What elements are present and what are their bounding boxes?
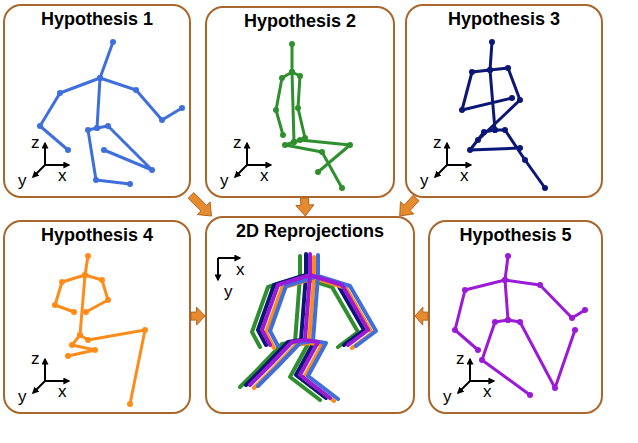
axis-label: z [433,134,442,151]
panel-title: Hypothesis 1 [41,9,153,31]
axis-line [217,258,219,280]
axis-line [235,165,247,177]
axis-label: y [443,388,452,405]
flow-arrow [400,195,419,216]
panel-box: Hypothesis 4 [3,220,191,414]
panel-title: Hypothesis 2 [244,11,356,33]
axis-line [45,164,69,166]
axis-line [218,257,240,259]
axis-label: x [483,383,492,400]
axis-line [447,164,471,166]
panel-box: Hypothesis 1 [3,4,191,198]
flow-arrow [415,307,428,325]
panel-box: Hypothesis 2 [205,6,395,198]
skeleton-2d [250,254,368,398]
axis-label: z [31,350,40,367]
panel-box: Hypothesis 5 [428,220,603,414]
axis-label: y [18,388,27,405]
axis-label: y [224,283,233,300]
axis-line [435,165,447,177]
panel-title: Hypothesis 5 [459,225,571,247]
panel-box: Hypothesis 3 [405,4,603,198]
panel-box: 2D Reprojections [205,216,415,414]
axis-label: x [460,167,469,184]
panel-title: Hypothesis 3 [448,9,560,31]
axis-line [33,165,45,177]
axis-line [44,359,46,381]
skeleton-3d [462,42,545,188]
skeleton-3d [40,42,182,184]
axis-line [446,143,448,165]
axis-line [45,380,69,382]
axis-line [44,143,46,165]
axis-label: z [31,134,40,151]
axis-label: z [233,134,242,151]
axis-label: x [236,261,245,278]
axis-label: x [260,167,269,184]
flow-arrow [296,198,314,216]
axis-label: x [58,383,67,400]
axis-line [247,164,271,166]
axis-line [469,359,471,381]
axis-line [470,380,494,382]
axis-line [33,381,45,393]
axis-label: z [456,350,465,367]
axis-label: y [18,172,27,189]
axis-line [458,381,470,393]
axis-label: y [220,172,229,189]
panel-title: Hypothesis 4 [41,225,153,247]
skeleton-3d [455,256,585,395]
flow-arrow [188,193,211,216]
axis-line [246,143,248,165]
panel-title: 2D Reprojections [236,221,384,243]
axis-label: y [420,172,429,189]
flow-arrow [191,307,205,325]
axis-label: x [58,167,67,184]
skeleton-3d [276,44,350,188]
